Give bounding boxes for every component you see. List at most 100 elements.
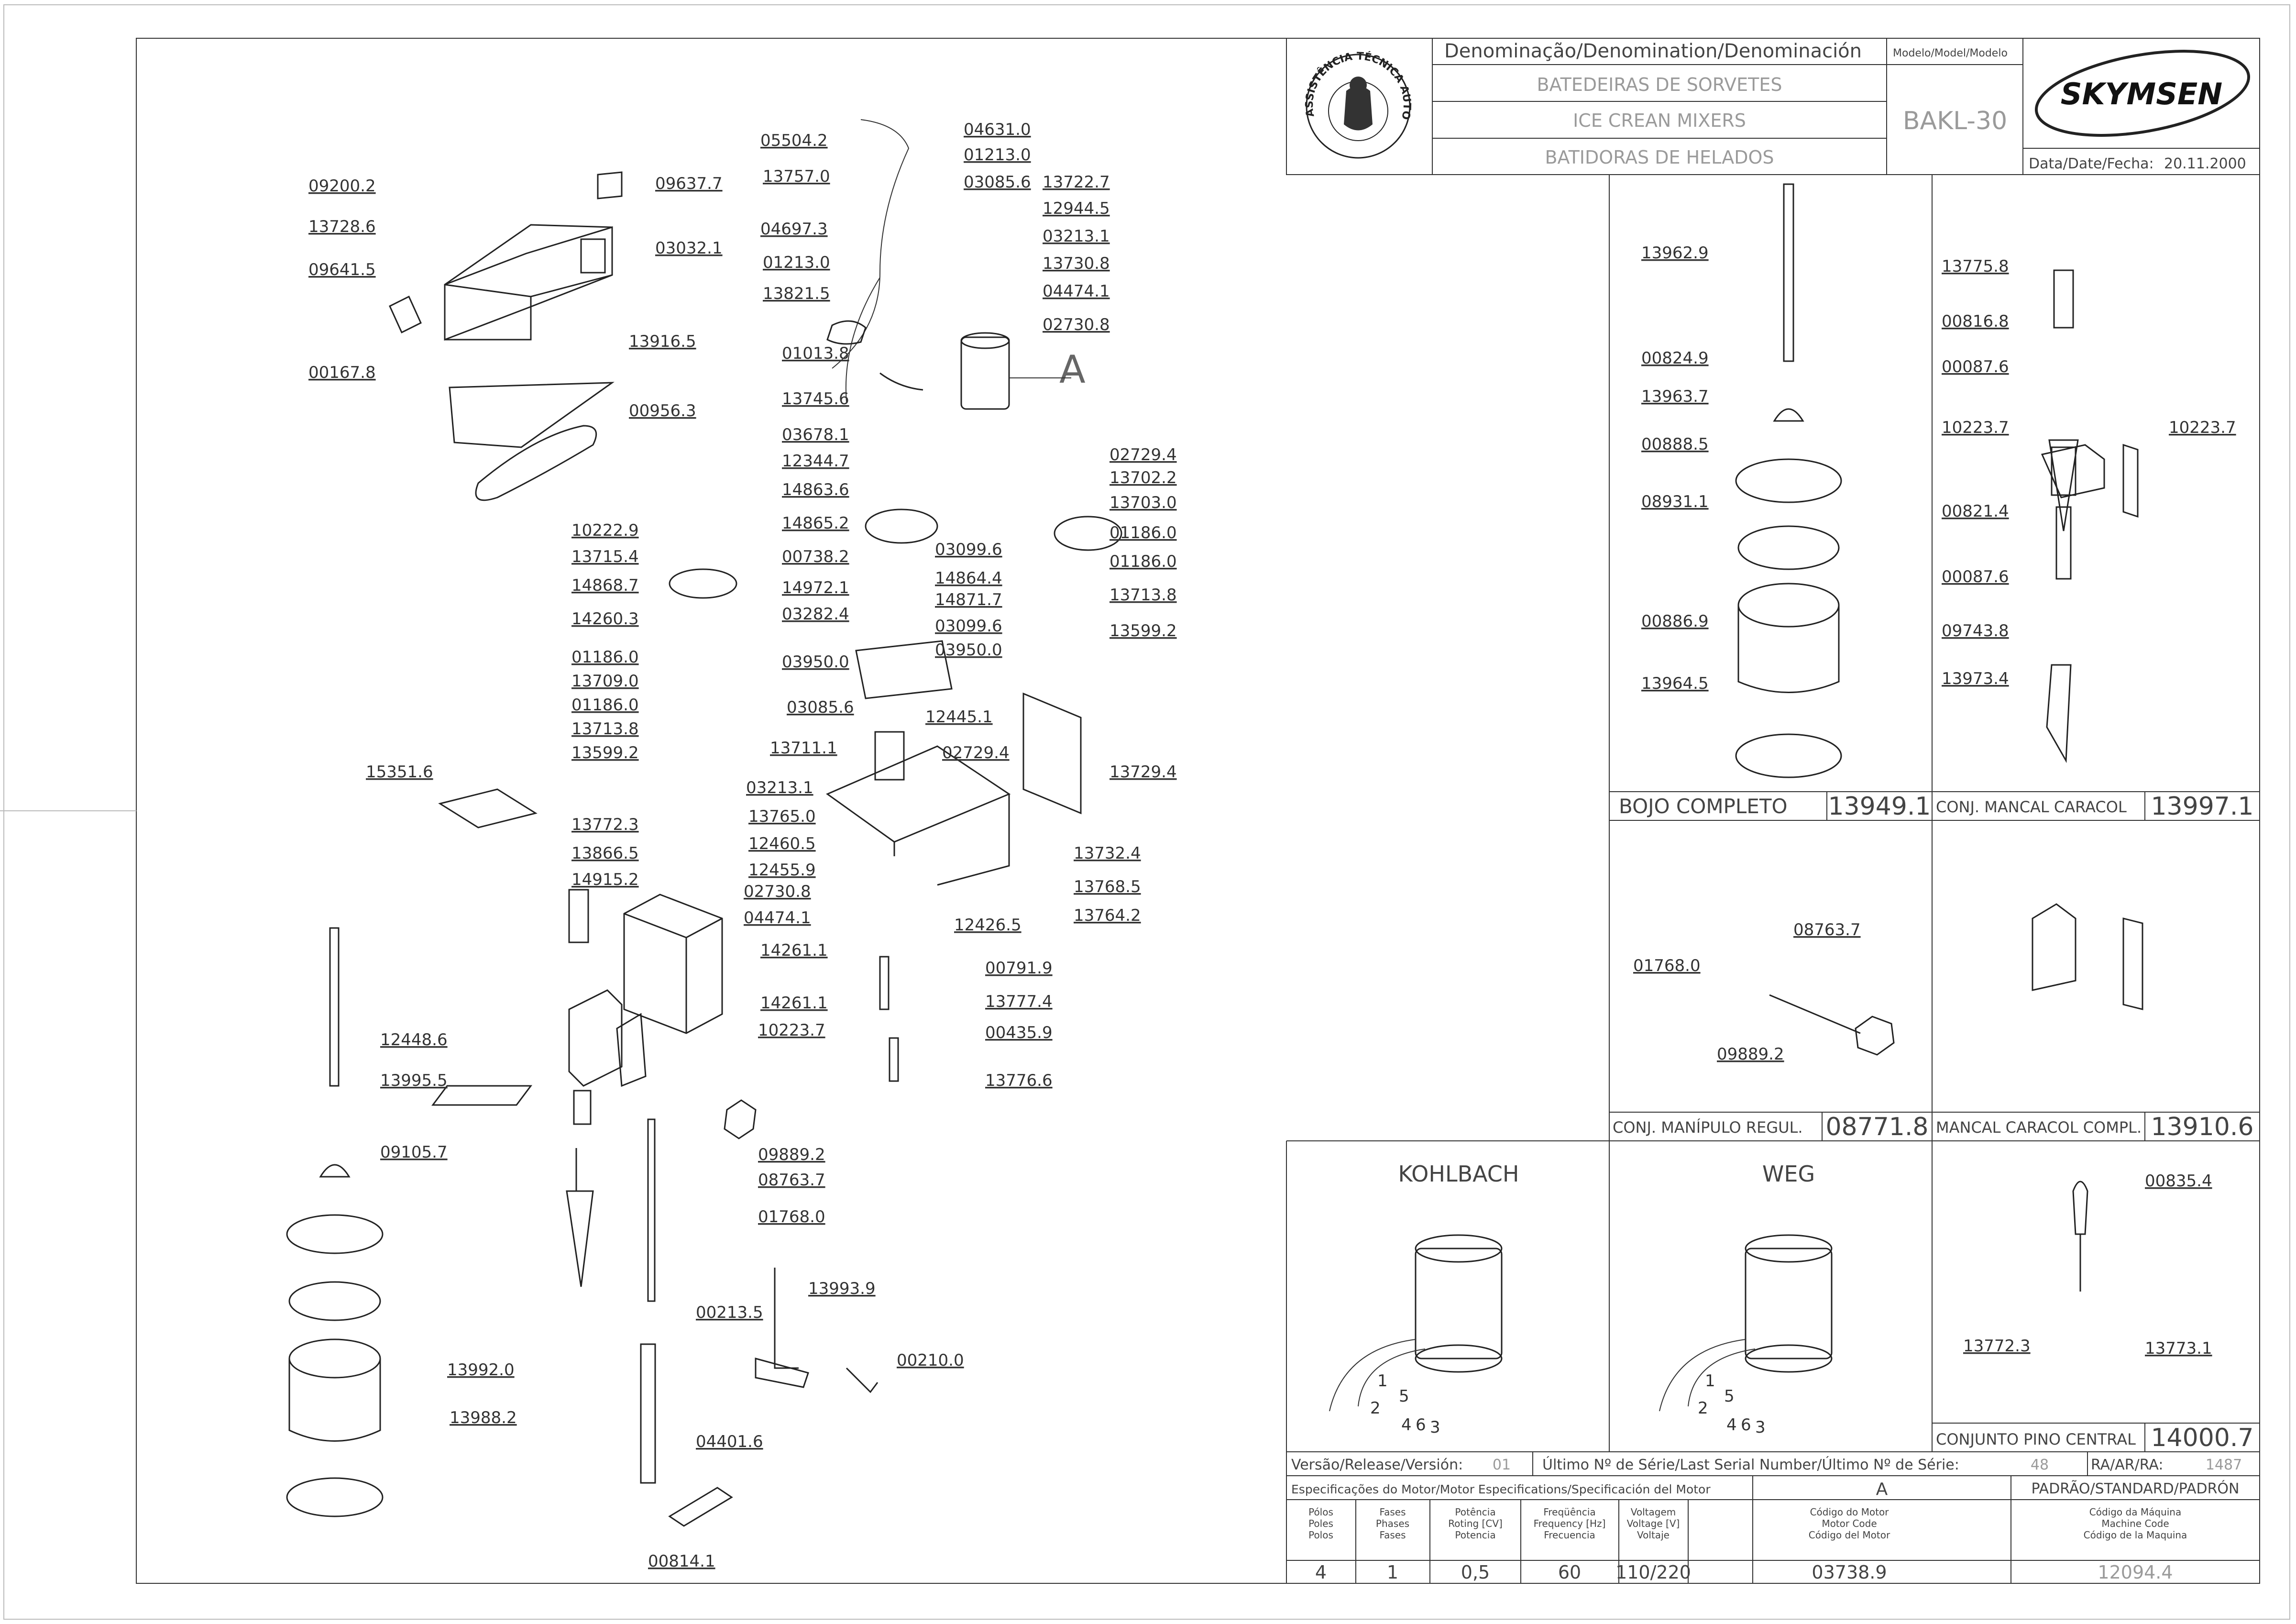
- title-block: ASSISTÊNCIA TÉCNICA AUTORIZADA Denominaç…: [0, 0, 2260, 175]
- part-label: 13866.5: [571, 844, 639, 863]
- wire-label-k2: 2: [1370, 1399, 1381, 1418]
- part-label: 13713.8: [571, 719, 639, 739]
- part-label: 03099.6: [935, 540, 1002, 559]
- part-label: 09105.7: [380, 1143, 448, 1162]
- ra-label: RA/AR/RA:: [2091, 1457, 2163, 1473]
- part-label: 14261.1: [760, 994, 828, 1013]
- col-machinecode-pt: Código da Máquina: [2089, 1506, 2181, 1518]
- part-label: 03213.1: [1043, 227, 1110, 246]
- part-label: 13715.4: [571, 547, 639, 566]
- part-label: 00210.0: [897, 1351, 964, 1370]
- part-label: 01186.0: [571, 696, 639, 715]
- part-label: 13732.4: [1074, 844, 1141, 863]
- part-label: 14915.2: [571, 870, 639, 889]
- authorized-service-seal: ASSISTÊNCIA TÉCNICA AUTORIZADA: [0, 0, 1413, 159]
- skymsen-logo: SKYMSEN: [2034, 50, 2251, 137]
- part-label: 14972.1: [782, 578, 849, 597]
- part-label: 02730.8: [1043, 315, 1110, 334]
- callout-a: A: [1059, 347, 1086, 392]
- col-machinecode-es: Código de la Maquina: [2084, 1529, 2187, 1541]
- part-label: 13764.2: [1074, 906, 1141, 925]
- part-label: 09889.2: [1717, 1045, 1784, 1064]
- part-label: 13995.5: [380, 1071, 448, 1090]
- part-label: 03032.1: [655, 239, 723, 258]
- pino-central-name: CONJUNTO PINO CENTRAL: [1936, 1430, 2136, 1448]
- part-label: 10223.7: [2169, 418, 2236, 437]
- part-label: 01186.0: [571, 648, 639, 667]
- wire-label-w6: 6: [1741, 1415, 1751, 1435]
- part-label: 05504.2: [760, 131, 828, 150]
- col-freq-pt: Freqüência: [1543, 1506, 1595, 1518]
- val-poles: 4: [1315, 1562, 1327, 1583]
- part-label: 01768.0: [758, 1207, 825, 1226]
- part-label: 12344.7: [782, 452, 849, 471]
- part-label: 00888.5: [1641, 435, 1709, 454]
- part-label: 14871.7: [935, 590, 1002, 609]
- part-label: 13745.6: [782, 389, 849, 409]
- part-label: 12455.9: [748, 861, 816, 880]
- val-power: 0,5: [1461, 1562, 1490, 1583]
- part-label: 04474.1: [744, 908, 811, 928]
- part-label: 03678.1: [782, 425, 849, 444]
- part-label: 04401.6: [696, 1432, 763, 1451]
- wire-label-k1: 1: [1377, 1371, 1388, 1391]
- outer-frame: [3, 4, 2290, 1620]
- col-phases-en: Phases: [1376, 1518, 1409, 1529]
- part-label: 00956.3: [629, 401, 696, 420]
- part-label: 10223.7: [758, 1021, 825, 1040]
- model-header: Modelo/Model/Modelo: [1893, 47, 2008, 59]
- col-power-en: Roting [CV]: [1448, 1518, 1503, 1529]
- val-machine-code: 12094.4: [2098, 1562, 2173, 1583]
- part-label: 14865.2: [782, 514, 849, 533]
- wire-label-w3: 3: [1755, 1418, 1766, 1437]
- col-voltage-pt: Voltagem: [1631, 1506, 1676, 1518]
- part-label: 12944.5: [1043, 199, 1110, 218]
- part-label: 13711.1: [770, 739, 837, 758]
- col-phases-es: Fases: [1379, 1529, 1406, 1541]
- part-label: 00816.8: [1942, 312, 2009, 331]
- part-label: 03085.6: [787, 698, 854, 717]
- part-label: 02730.8: [744, 882, 811, 901]
- part-label: 13730.8: [1043, 254, 1110, 273]
- ra-value: 1487: [2206, 1457, 2242, 1473]
- val-motor-code: 03738.9: [1812, 1562, 1887, 1583]
- part-label: 01768.0: [1633, 956, 1701, 975]
- model-value: BAKL-30: [1903, 107, 2007, 135]
- part-label: 14868.7: [571, 576, 639, 595]
- part-label: 00791.9: [985, 959, 1053, 978]
- part-label: 10223.7: [1942, 418, 2009, 437]
- pino-central-code: 14000.7: [2151, 1424, 2253, 1452]
- part-label: 03282.4: [782, 605, 849, 624]
- part-label: 13728.6: [308, 217, 376, 236]
- part-label: 10222.9: [571, 521, 639, 540]
- part-label: 01213.0: [964, 145, 1031, 165]
- val-frequency: 60: [1558, 1562, 1581, 1583]
- part-label: 13962.9: [1641, 243, 1709, 263]
- bojo-completo-name: BOJO COMPLETO: [1619, 795, 1788, 818]
- part-label: 09743.8: [1942, 621, 2009, 641]
- part-label: 00213.5: [696, 1303, 763, 1322]
- part-label: 09889.2: [758, 1145, 825, 1164]
- part-label: 13773.1: [2145, 1339, 2212, 1358]
- mancal-compl-name: MANCAL CARACOL COMPL.: [1936, 1118, 2142, 1137]
- wire-label-w1: 1: [1705, 1371, 1715, 1391]
- part-label: 00814.1: [648, 1552, 715, 1571]
- serial-value: 48: [2031, 1457, 2049, 1473]
- bojo-completo-code: 13949.1: [1828, 792, 1931, 821]
- col-machinecode-en: Machine Code: [2101, 1518, 2169, 1529]
- part-label: 13964.5: [1641, 674, 1709, 693]
- mancal-caracol-code: 13997.1: [2151, 792, 2253, 821]
- part-label: 13702.2: [1110, 468, 1177, 487]
- part-label: 00435.9: [985, 1023, 1053, 1042]
- part-label: 13821.5: [763, 284, 830, 303]
- part-label: 12426.5: [954, 916, 1022, 935]
- standard-label: PADRÃO/STANDARD/PADRÓN: [2032, 1480, 2240, 1497]
- part-label: 03099.6: [935, 617, 1002, 636]
- mancal-compl-code: 13910.6: [2151, 1113, 2253, 1141]
- part-label: 13765.0: [748, 807, 816, 826]
- part-label: 13729.4: [1110, 762, 1177, 782]
- part-label: 00087.6: [1942, 567, 2009, 586]
- seal-text: ASSISTÊNCIA TÉCNICA AUTORIZADA: [0, 0, 1413, 121]
- col-poles-pt: Pólos: [1308, 1506, 1333, 1518]
- part-label: 00824.9: [1641, 349, 1709, 368]
